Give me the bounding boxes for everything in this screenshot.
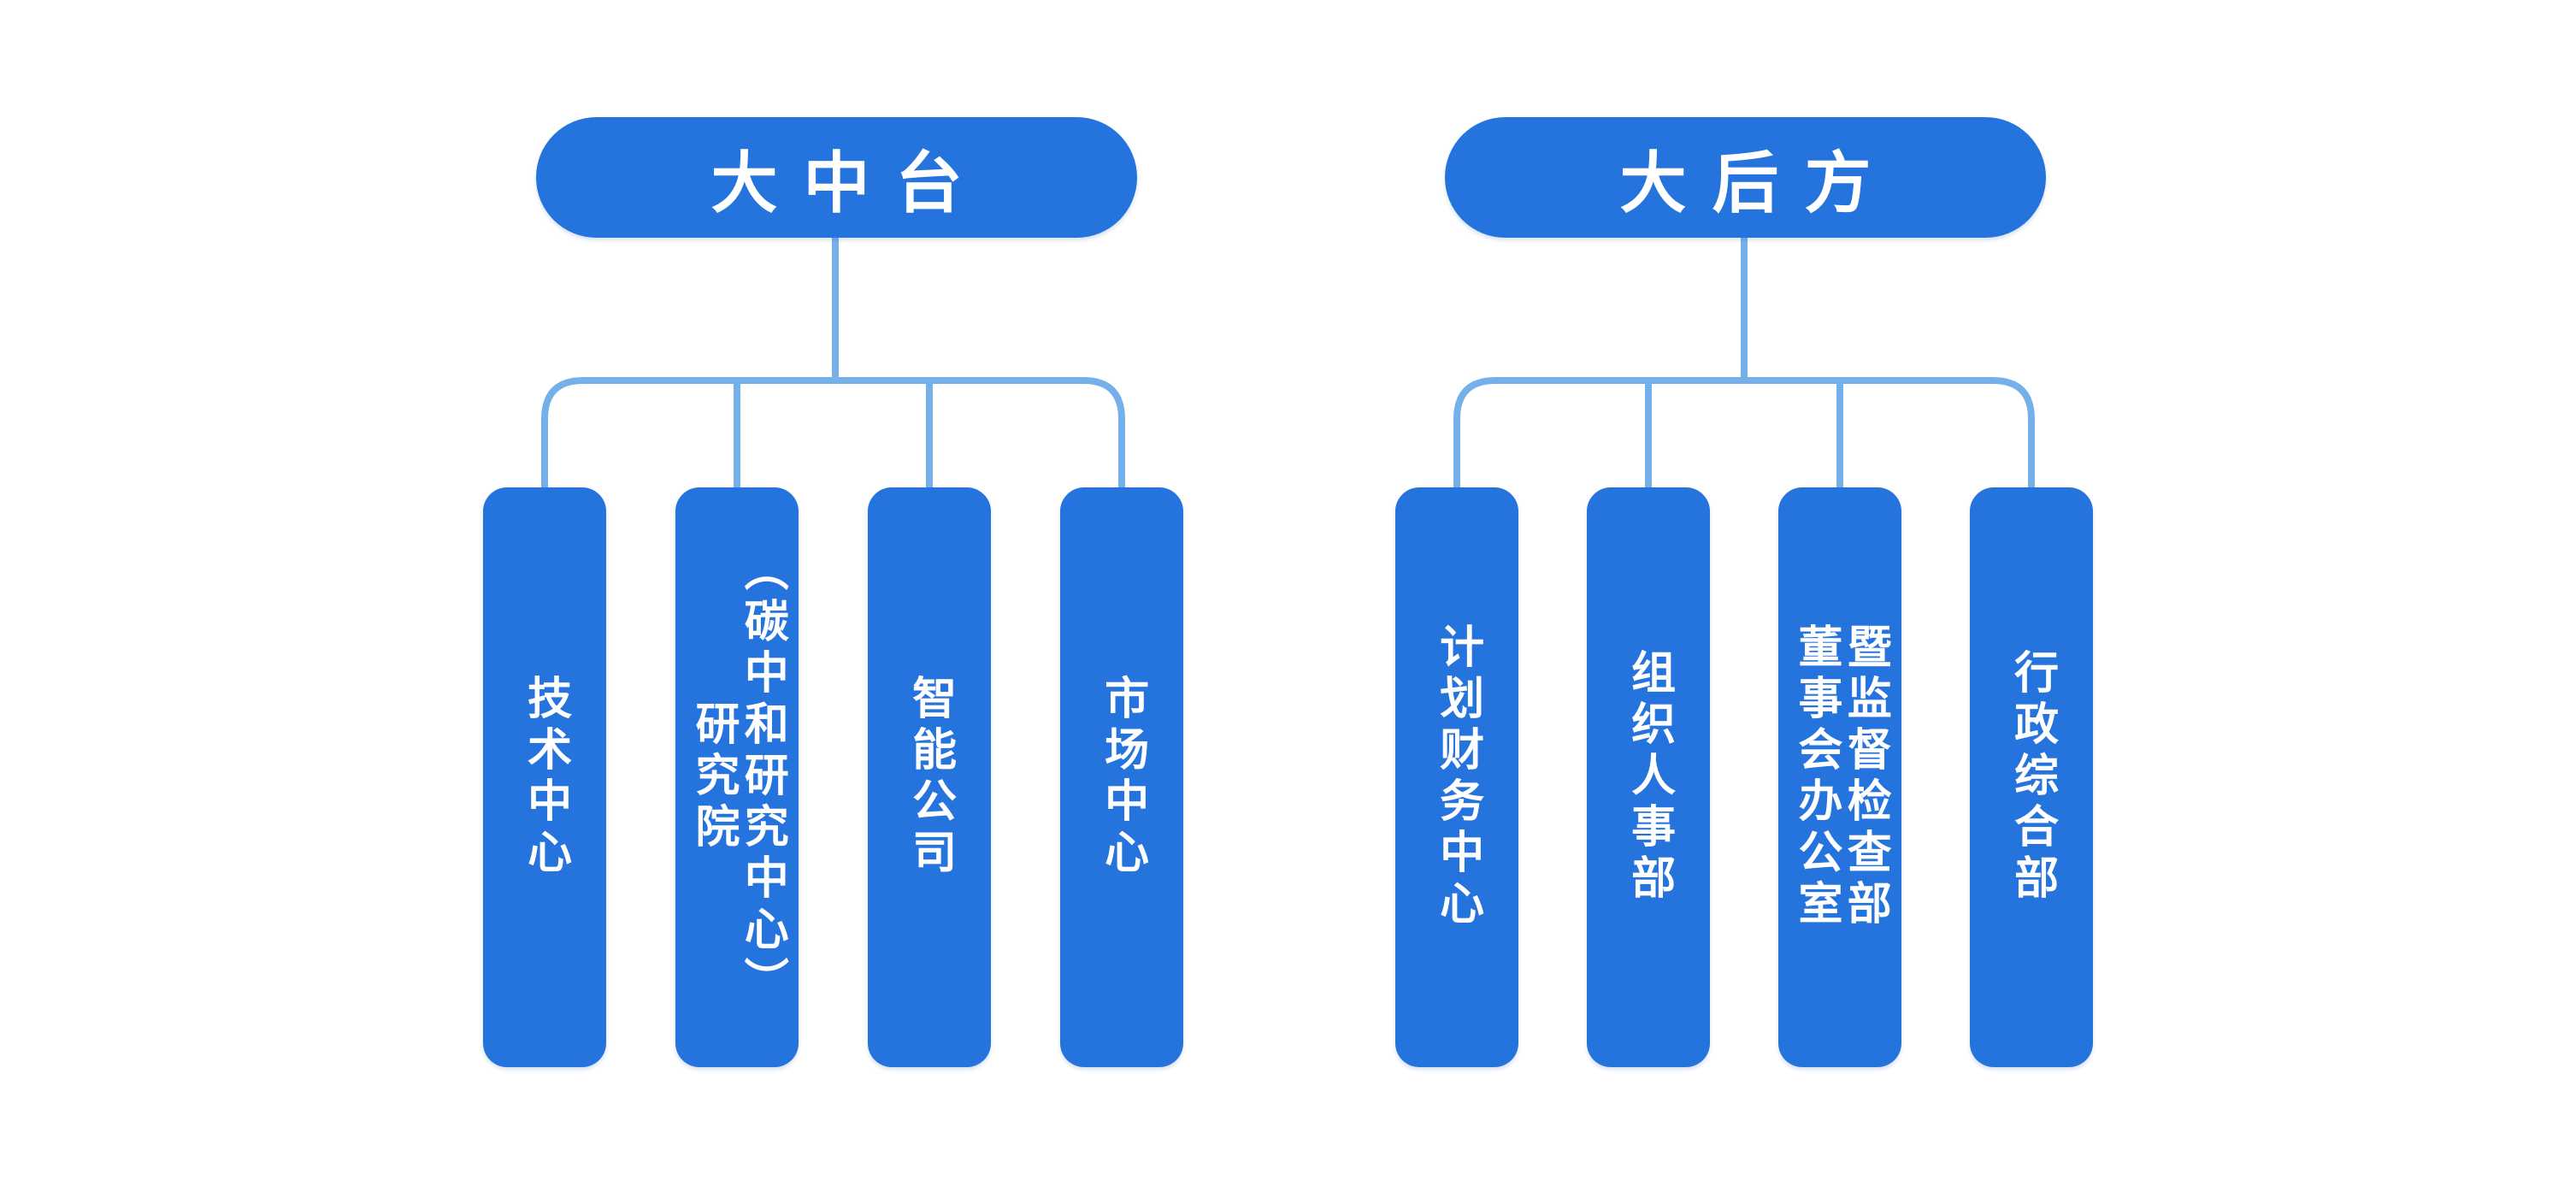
dept-node-organization-hr-dept[interactable]: 组织人事部 xyxy=(1587,487,1710,1067)
dept-node-board-office-supervision-dept[interactable]: 董事会办公室 暨监督检查部 xyxy=(1778,487,1901,1067)
root-node-label: 大中台 xyxy=(710,145,988,222)
dept-node-research-institute[interactable]: 研究院 （碳中和研究中心） xyxy=(675,487,799,1067)
dept-node-label: 行政综合部 xyxy=(2006,649,2058,906)
root-node-big-middle-platform[interactable]: 大中台 xyxy=(536,117,1137,238)
dept-node-planning-finance-center[interactable]: 计划财务中心 xyxy=(1395,487,1518,1067)
connector-path-left-bus xyxy=(541,377,1125,492)
dept-node-label: 组织人事部 xyxy=(1623,649,1675,906)
dept-node-label: 智能公司 xyxy=(904,675,956,880)
connector-path-right-bus xyxy=(1453,377,2035,492)
dept-node-label: 计划财务中心 xyxy=(1431,623,1483,931)
dept-node-label: 技术中心 xyxy=(519,675,571,880)
dept-node-admin-general-dept[interactable]: 行政综合部 xyxy=(1970,487,2093,1067)
dept-node-market-center[interactable]: 市场中心 xyxy=(1060,487,1183,1067)
root-node-label: 大后方 xyxy=(1619,145,1897,222)
dept-node-label: 董事会办公室 暨监督检查部 xyxy=(1790,623,1891,931)
dept-node-technology-center[interactable]: 技术中心 xyxy=(483,487,606,1067)
root-node-big-rear[interactable]: 大后方 xyxy=(1445,117,2046,238)
dept-node-label: 研究院 （碳中和研究中心） xyxy=(687,546,788,1008)
dept-node-intelligent-company[interactable]: 智能公司 xyxy=(868,487,991,1067)
dept-node-label: 市场中心 xyxy=(1096,675,1148,880)
